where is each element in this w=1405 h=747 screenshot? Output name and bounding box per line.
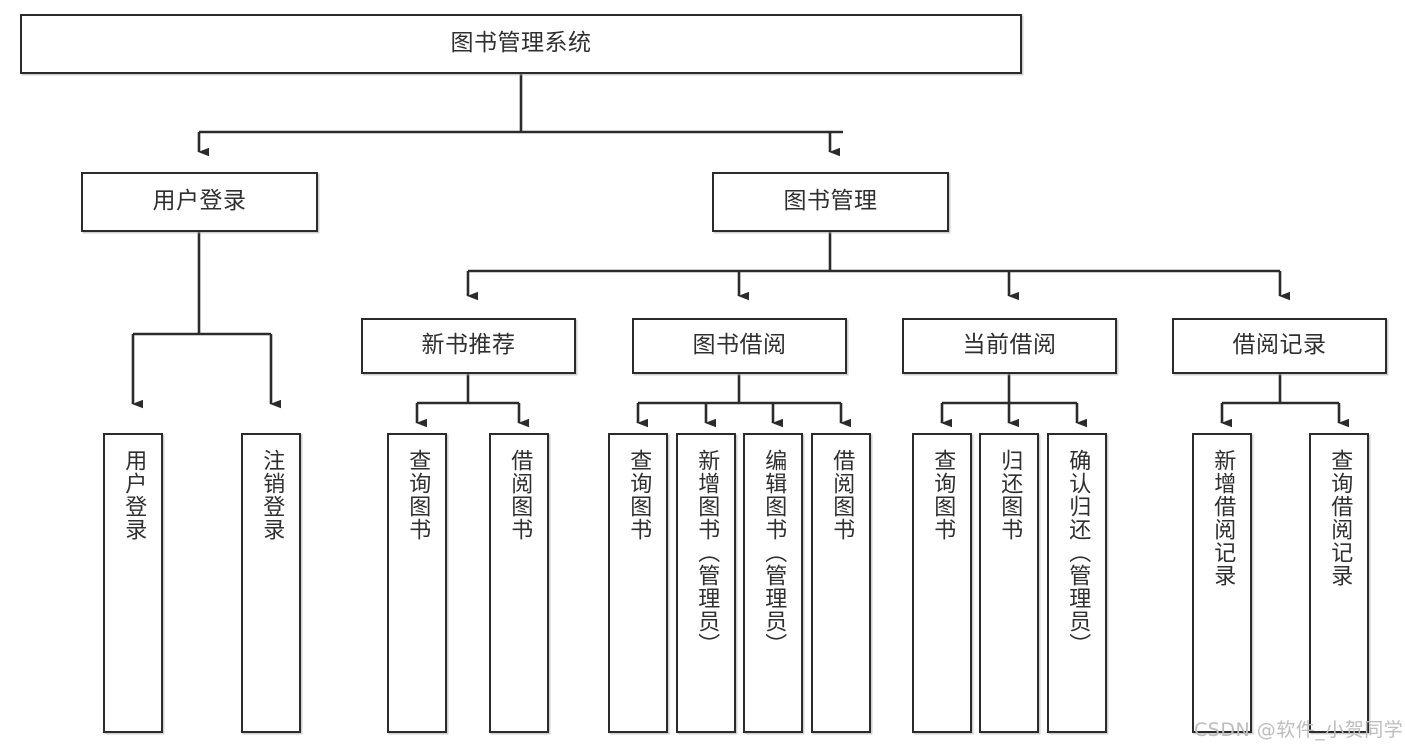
- leaf-book-borrow-borrow[interactable]: 借阅图书: [811, 433, 871, 733]
- leaf-current-borrow-return-label: 归还图书: [997, 449, 1023, 541]
- node-user-login-label: 用户登录: [152, 188, 247, 215]
- leaf-borrow-record-query[interactable]: 查询借阅记录: [1309, 433, 1369, 733]
- node-new-book-recommend[interactable]: 新书推荐: [361, 318, 576, 374]
- node-current-borrow[interactable]: 当前借阅: [902, 318, 1117, 374]
- leaf-user-login-logout[interactable]: 注销登录: [241, 433, 301, 733]
- leaf-book-borrow-query[interactable]: 查询图书: [608, 433, 668, 733]
- node-book-management[interactable]: 图书管理: [712, 172, 949, 232]
- leaf-book-borrow-add[interactable]: 新增图书（管理员）: [676, 433, 736, 733]
- leaf-current-borrow-return[interactable]: 归还图书: [979, 433, 1039, 733]
- leaf-user-login-login-label: 用户登录: [121, 449, 147, 541]
- node-user-login[interactable]: 用户登录: [81, 172, 318, 232]
- node-book-borrow[interactable]: 图书借阅: [632, 318, 847, 374]
- leaf-new-book-borrow[interactable]: 借阅图书: [489, 433, 549, 733]
- leaf-borrow-record-add[interactable]: 新增借阅记录: [1192, 433, 1252, 733]
- leaf-book-borrow-edit-label: 编辑图书（管理员）: [761, 449, 787, 656]
- leaf-book-borrow-query-label: 查询图书: [626, 449, 652, 541]
- leaf-current-borrow-confirm-return[interactable]: 确认归还（管理员）: [1047, 433, 1107, 733]
- node-root-system[interactable]: 图书管理系统: [20, 14, 1022, 74]
- leaf-book-borrow-edit[interactable]: 编辑图书（管理员）: [743, 433, 803, 733]
- leaf-current-borrow-confirm-return-label: 确认归还（管理员）: [1065, 449, 1091, 656]
- node-book-borrow-label: 图书借阅: [692, 332, 787, 359]
- leaf-book-borrow-add-label: 新增图书（管理员）: [694, 449, 720, 656]
- csdn-watermark: CSDN @软件_小贺同学: [1194, 719, 1404, 741]
- leaf-book-borrow-borrow-label: 借阅图书: [829, 449, 855, 541]
- node-borrow-record-label: 借阅记录: [1232, 332, 1327, 359]
- leaf-new-book-borrow-label: 借阅图书: [507, 449, 533, 541]
- leaf-borrow-record-add-label: 新增借阅记录: [1210, 449, 1236, 587]
- node-borrow-record[interactable]: 借阅记录: [1172, 318, 1387, 374]
- leaf-borrow-record-query-label: 查询借阅记录: [1327, 449, 1353, 587]
- leaf-current-borrow-query[interactable]: 查询图书: [912, 433, 972, 733]
- leaf-user-login-logout-label: 注销登录: [259, 449, 285, 541]
- leaf-user-login-login[interactable]: 用户登录: [103, 433, 163, 733]
- leaf-current-borrow-query-label: 查询图书: [930, 449, 956, 541]
- node-current-borrow-label: 当前借阅: [962, 332, 1057, 359]
- node-new-book-recommend-label: 新书推荐: [421, 332, 516, 359]
- node-book-management-label: 图书管理: [783, 188, 878, 215]
- leaf-new-book-query[interactable]: 查询图书: [387, 433, 447, 733]
- node-root-system-label: 图书管理系统: [450, 30, 592, 57]
- leaf-new-book-query-label: 查询图书: [405, 449, 431, 541]
